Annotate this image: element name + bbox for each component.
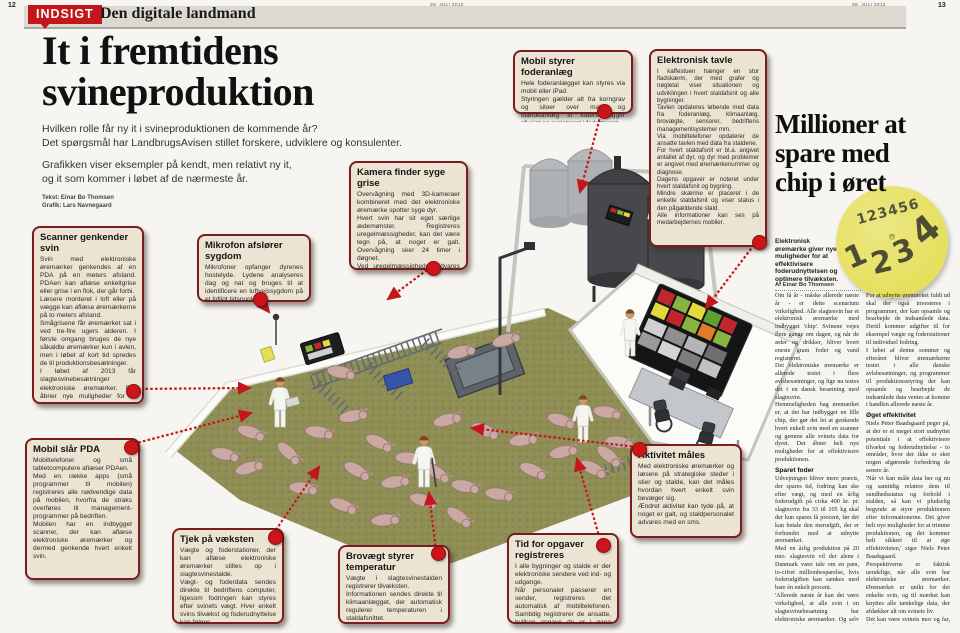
connector-dot [632, 442, 647, 457]
side-col2-text: For at udnytte øremærket fuldt ud skal d… [866, 292, 950, 409]
callout-title: Brovægt styrer temperatur [346, 551, 415, 573]
lead-intro: Hvilken rolle får ny it i svineproduktio… [42, 123, 402, 149]
camera-mast [498, 242, 535, 395]
callout-title: Tid for opgaver registreres [515, 539, 584, 561]
silo-dark-1 [586, 156, 652, 302]
callout-body: Mikrofoner opfanger dyrenes hostelyde. L… [205, 264, 303, 302]
microphone-icon [272, 313, 280, 345]
side-column-1: Om få år - måske allerede næste år - er … [775, 292, 859, 624]
devices [259, 204, 634, 392]
callout-title: Tjek på væksten [180, 534, 254, 545]
callout-connectors [128, 109, 758, 552]
lead-block: It i fremtidens svineproduktion Hvilken … [42, 30, 402, 210]
main-headline: It i fremtidens svineproduktion [42, 28, 314, 114]
callout-title: Elektronisk tavle [657, 55, 733, 66]
side-col1-text-b: Udvejningen bliver mere præcis, der spar… [775, 474, 859, 624]
side-byline: Af Einar Bo Thomsen [775, 282, 861, 291]
section-badge: INDSIGT [28, 5, 102, 24]
callout-kamera: Kamera finder syge grise Overvågning med… [349, 161, 468, 276]
ear-tag-hole [889, 234, 895, 240]
callout-body: Overvågning med 3D-kameraer kombineret m… [357, 191, 460, 271]
badge-tail-icon [40, 23, 50, 29]
side-subhead-1: Sparet foder [775, 466, 814, 474]
people [268, 194, 667, 489]
callout-title: Scanner genkender svin [40, 232, 129, 254]
connector-dot [426, 261, 441, 276]
date-left: 28. JULI 2012 [430, 3, 464, 8]
side-subhead-2: Øget effektivitet [866, 412, 916, 420]
callout-title: Mikrofon afslører sygdom [205, 240, 283, 262]
status-board-screen [627, 283, 753, 398]
callout-body: Vægte i slagtesvinestalden registrerer t… [346, 575, 442, 623]
callout-body: I alle bygninger og stalde er der elektr… [515, 563, 611, 623]
connector-dot [597, 104, 612, 119]
credits: Tekst: Einar Bo Thomsen Grafik: Lars Nav… [42, 195, 114, 209]
ear-tag-graphic: 123456 1234 [836, 186, 951, 298]
callout-scanner: Scanner genkender svin Svin med elektron… [32, 226, 144, 404]
connector-dot [752, 235, 767, 250]
side-headline: Millioner at spare med chip i øret [775, 109, 906, 197]
section-title: Den digitale landmand [100, 5, 256, 22]
callout-mobil-foder: Mobil styrer foderanlæg Hele foderanlægg… [513, 50, 633, 122]
callout-vaekst: Tjek på væksten Vægte og foderstationer,… [172, 528, 284, 624]
callout-body: Vægte og foderstationer, der kan aflæse … [180, 547, 276, 623]
callout-body: Svin med elektroniske øremærker genkende… [40, 256, 136, 401]
masthead-band [24, 6, 906, 29]
callout-mikrofon: Mikrofon afslører sygdom Mikrofoner opfa… [197, 234, 311, 307]
connector-dot [253, 292, 268, 307]
masthead: 12 28. JULI 2012 INDSIGT Den digitale la… [0, 0, 960, 29]
connector-dot [596, 538, 611, 553]
callout-title: Mobil slår PDA [33, 444, 101, 455]
laptop-icon [668, 367, 691, 391]
smartphone-icon [299, 332, 345, 366]
callout-aktivitet: Aktivitet måles Med elektroniske øremærk… [630, 442, 742, 538]
callout-tid: Tid for opgaver registreres I alle bygni… [507, 533, 619, 624]
side-col1-text: Om få år - måske allerede næste år - er … [775, 292, 859, 464]
ear-tag-icon [259, 345, 276, 363]
connector-dot [124, 440, 139, 455]
side-standfirst: Elektronisk øremærke giver nye mulighede… [775, 238, 839, 283]
callout-title: Kamera finder syge grise [357, 167, 446, 189]
barn-walls [164, 164, 718, 458]
connector-dot [126, 384, 141, 399]
connector-dot [431, 546, 446, 561]
silo-light-1 [528, 158, 572, 228]
monitor-icon [705, 386, 723, 401]
small-wall-screen [605, 204, 634, 227]
callout-tavle: Elektronisk tavle I kaffestuen hænger en… [649, 49, 767, 250]
ear-tag-bottom-number: 1234 [839, 204, 951, 283]
date-right: 28. JULI 2012 [852, 3, 886, 8]
callout-title: Aktivitet måles [638, 450, 706, 461]
callout-mobil-pda: Mobil slår PDA Mobiltelefoner og små tab… [25, 438, 140, 580]
side-col2-text-b: Niels Peter Baadsgaard peger på, at der … [866, 420, 950, 624]
connector-dot [268, 530, 283, 545]
callout-title: Mobil styrer foderanlæg [521, 56, 575, 78]
lead-intro-2: Grafikken viser eksempler på kendt, men … [42, 159, 292, 185]
page-number-left: 12 [8, 2, 16, 9]
page-number-right: 13 [938, 2, 946, 9]
side-column-2: For at udnytte øremærket fuldt ud skal d… [866, 292, 950, 624]
tablet-icon [382, 367, 414, 392]
callout-brovaegt: Brovægt styrer temperatur Vægte i slagte… [338, 545, 450, 624]
callout-body: Med elektroniske øremærker og læsere på … [638, 463, 734, 527]
callout-body: Mobiltelefoner og små tabletcomputere af… [33, 457, 132, 561]
callout-body: I kaffestuen hænger en stor fladskærm, d… [657, 68, 759, 226]
